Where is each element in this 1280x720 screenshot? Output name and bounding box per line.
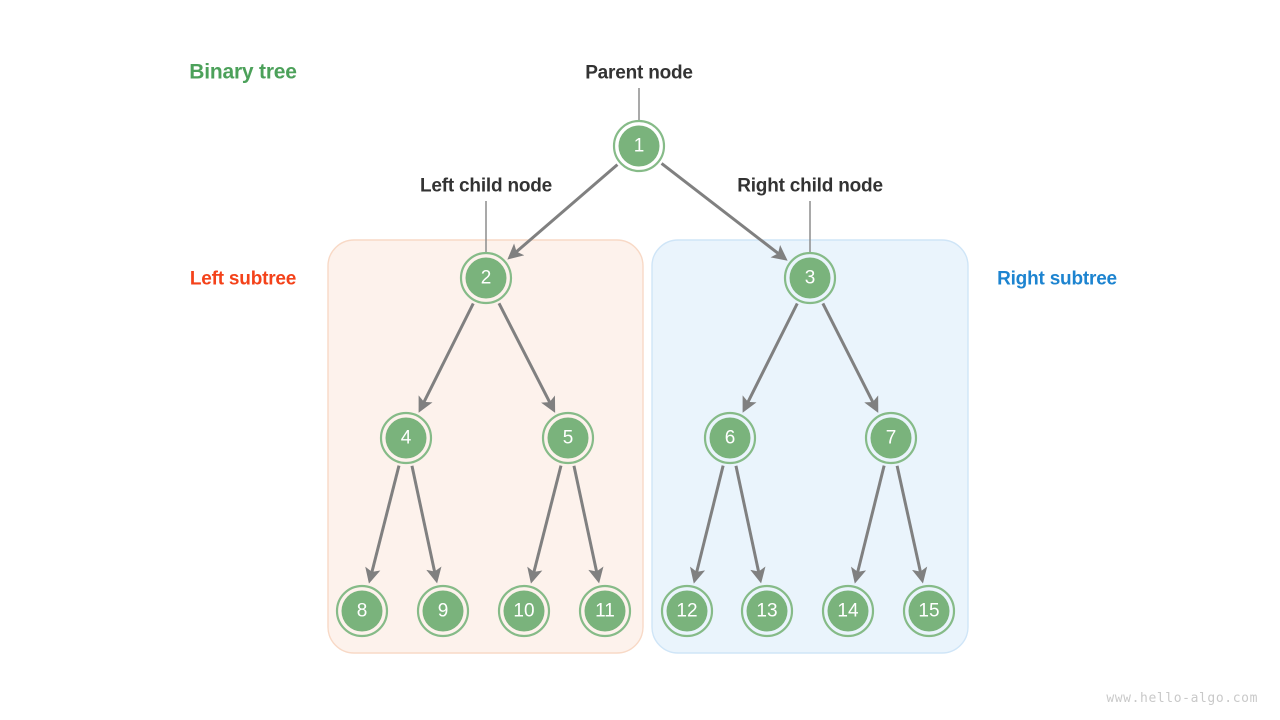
tree-node-5[interactable]: 5 bbox=[541, 411, 595, 465]
node-value: 4 bbox=[401, 428, 412, 449]
label-parent-node: Parent node bbox=[585, 62, 693, 84]
tree-edge-n6-n12 bbox=[689, 465, 725, 584]
tree-edge-n5-n11 bbox=[572, 465, 604, 584]
node-ring bbox=[703, 411, 757, 465]
node-value: 10 bbox=[513, 601, 534, 622]
tree-edge-n5-n10 bbox=[527, 465, 563, 584]
node-disc bbox=[870, 417, 912, 459]
node-disc bbox=[908, 590, 950, 632]
node-ring bbox=[821, 584, 875, 638]
node-ring bbox=[459, 251, 513, 305]
label-right-subtree: Right subtree bbox=[997, 268, 1117, 290]
node-value: 1 bbox=[634, 136, 645, 157]
node-ring bbox=[612, 119, 666, 173]
node-value: 13 bbox=[756, 601, 777, 622]
tree-node-8[interactable]: 8 bbox=[335, 584, 389, 638]
tree-node-4[interactable]: 4 bbox=[379, 411, 433, 465]
tree-node-9[interactable]: 9 bbox=[416, 584, 470, 638]
node-value: 14 bbox=[837, 601, 859, 622]
node-value: 2 bbox=[481, 268, 492, 289]
node-ring bbox=[497, 584, 551, 638]
tree-edge-n1-n2 bbox=[507, 163, 619, 260]
tree-edge-n7-n15 bbox=[895, 465, 928, 584]
node-disc bbox=[666, 590, 708, 632]
tree-edges bbox=[365, 162, 928, 584]
node-ring bbox=[335, 584, 389, 638]
tree-edge-n2-n5 bbox=[497, 302, 556, 413]
tree-node-1[interactable]: 1 bbox=[612, 119, 666, 173]
node-ring bbox=[660, 584, 714, 638]
label-right-child-node: Right child node bbox=[737, 175, 883, 197]
annotation-leaders bbox=[485, 88, 811, 252]
node-value: 7 bbox=[886, 428, 897, 449]
node-disc bbox=[789, 257, 831, 299]
tree-edge-n6-n13 bbox=[734, 465, 766, 584]
tree-node-3[interactable]: 3 bbox=[783, 251, 837, 305]
node-ring bbox=[740, 584, 794, 638]
node-disc bbox=[746, 590, 788, 632]
node-ring bbox=[416, 584, 470, 638]
tree-node-13[interactable]: 13 bbox=[740, 584, 794, 638]
tree-edge-n3-n7 bbox=[821, 302, 879, 413]
node-value: 12 bbox=[676, 601, 697, 622]
label-left-subtree: Left subtree bbox=[189, 268, 297, 290]
tree-node-7[interactable]: 7 bbox=[864, 411, 918, 465]
node-value: 6 bbox=[725, 428, 736, 449]
node-disc bbox=[385, 417, 427, 459]
node-disc bbox=[584, 590, 626, 632]
node-value: 15 bbox=[918, 601, 939, 622]
tree-edge-n1-n3 bbox=[660, 162, 788, 261]
tree-node-6[interactable]: 6 bbox=[703, 411, 757, 465]
tree-edge-n4-n9 bbox=[410, 465, 442, 584]
node-value: 11 bbox=[595, 601, 615, 622]
label-left-child-node: Left child node bbox=[419, 175, 553, 197]
tree-edge-n3-n6 bbox=[742, 302, 799, 413]
tree-node-11[interactable]: 11 bbox=[578, 584, 632, 638]
label-binary-tree-title: Binary tree bbox=[189, 60, 297, 84]
tree-edge-n2-n4 bbox=[418, 302, 475, 413]
tree-node-12[interactable]: 12 bbox=[660, 584, 714, 638]
node-disc bbox=[341, 590, 383, 632]
node-disc bbox=[503, 590, 545, 632]
node-ring bbox=[902, 584, 956, 638]
subtree-boxes bbox=[327, 239, 969, 654]
tree-node-10[interactable]: 10 bbox=[497, 584, 551, 638]
node-value: 3 bbox=[805, 268, 816, 289]
node-disc bbox=[827, 590, 869, 632]
node-ring bbox=[379, 411, 433, 465]
node-disc bbox=[465, 257, 507, 299]
node-disc bbox=[422, 590, 464, 632]
tree-node-14[interactable]: 14 bbox=[821, 584, 875, 638]
node-ring bbox=[864, 411, 918, 465]
node-disc bbox=[709, 417, 751, 459]
node-disc bbox=[547, 417, 589, 459]
tree-node-2[interactable]: 2 bbox=[459, 251, 513, 305]
tree-node-15[interactable]: 15 bbox=[902, 584, 956, 638]
node-value: 5 bbox=[563, 428, 574, 449]
node-value: 8 bbox=[357, 601, 368, 622]
node-value: 9 bbox=[438, 601, 449, 622]
node-ring bbox=[783, 251, 837, 305]
watermark: www.hello-algo.com bbox=[1106, 691, 1258, 706]
tree-edge-n7-n14 bbox=[850, 465, 886, 584]
node-ring bbox=[578, 584, 632, 638]
tree-edge-n4-n8 bbox=[365, 465, 401, 584]
node-ring bbox=[541, 411, 595, 465]
node-disc bbox=[618, 125, 660, 167]
